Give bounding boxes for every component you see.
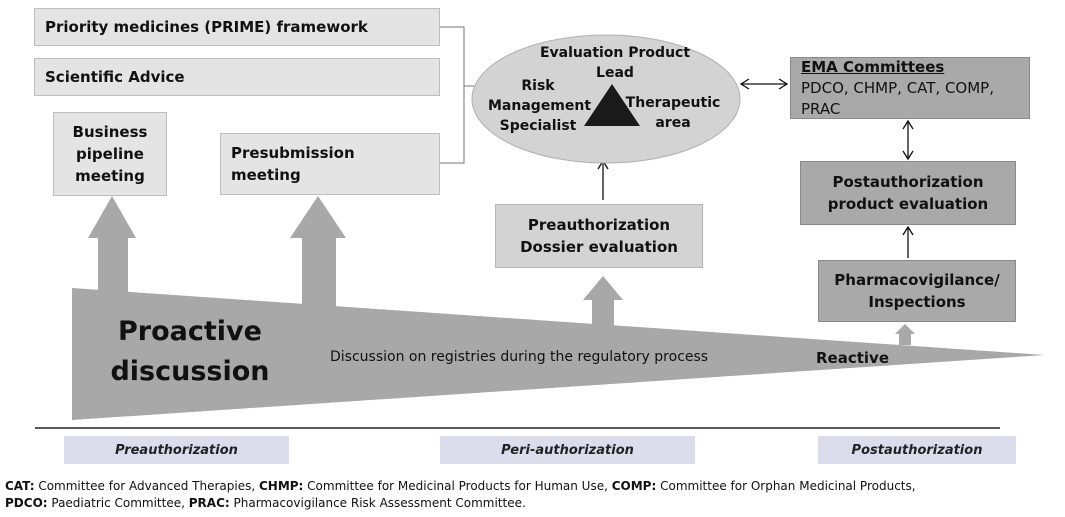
bracket-line xyxy=(440,26,465,164)
phase-postauthorization: Postauthorization xyxy=(818,436,1016,464)
up-arrow-presubmission xyxy=(290,196,346,310)
proactive-discussion-label: Proactive discussion xyxy=(110,316,270,387)
preauth-dossier-box: Preauthorization Dossier evaluation xyxy=(495,204,703,268)
postauth-evaluation-box: Postauthorization product evaluation xyxy=(800,161,1016,225)
therapeutic-area-label: Therapeutic area xyxy=(625,95,721,131)
abbreviations-footer: CAT: Committee for Advanced Therapies, C… xyxy=(5,478,1060,512)
proactive-reactive-wedge xyxy=(72,288,1045,420)
phase-peri-authorization: Peri-authorization xyxy=(440,436,695,464)
footer-line-2: PDCO: Paediatric Committee, PRAC: Pharma… xyxy=(5,496,526,510)
business-pipeline-box: Business pipeline meeting xyxy=(53,112,167,196)
up-arrow-dossier xyxy=(583,276,623,326)
ema-committees-list: PDCO, CHMP, CAT, COMP, PRAC xyxy=(801,78,994,118)
team-triangle xyxy=(584,84,640,126)
registries-discussion-label: Discussion on registries during the regu… xyxy=(330,349,709,365)
evaluation-product-lead-label: Evaluation Product Lead xyxy=(539,45,691,81)
prime-framework-box: Priority medicines (PRIME) framework xyxy=(34,8,440,46)
reactive-label: Reactive xyxy=(816,349,890,367)
scientific-advice-box: Scientific Advice xyxy=(34,58,440,96)
presubmission-box: Presubmission meeting xyxy=(220,133,440,195)
up-arrow-pharma xyxy=(895,324,915,345)
up-arrow-business xyxy=(88,196,136,292)
ema-committees-title: EMA Committees xyxy=(801,57,945,76)
footer-line-1: CAT: Committee for Advanced Therapies, C… xyxy=(5,479,916,493)
pharmacovigilance-box: Pharmacovigilance/ Inspections xyxy=(818,260,1016,322)
phase-preauthorization: Preauthorization xyxy=(64,436,289,464)
ema-committees-box: EMA Committees PDCO, CHMP, CAT, COMP, PR… xyxy=(790,57,1030,119)
risk-management-label: Risk Management Specialist xyxy=(488,78,592,134)
